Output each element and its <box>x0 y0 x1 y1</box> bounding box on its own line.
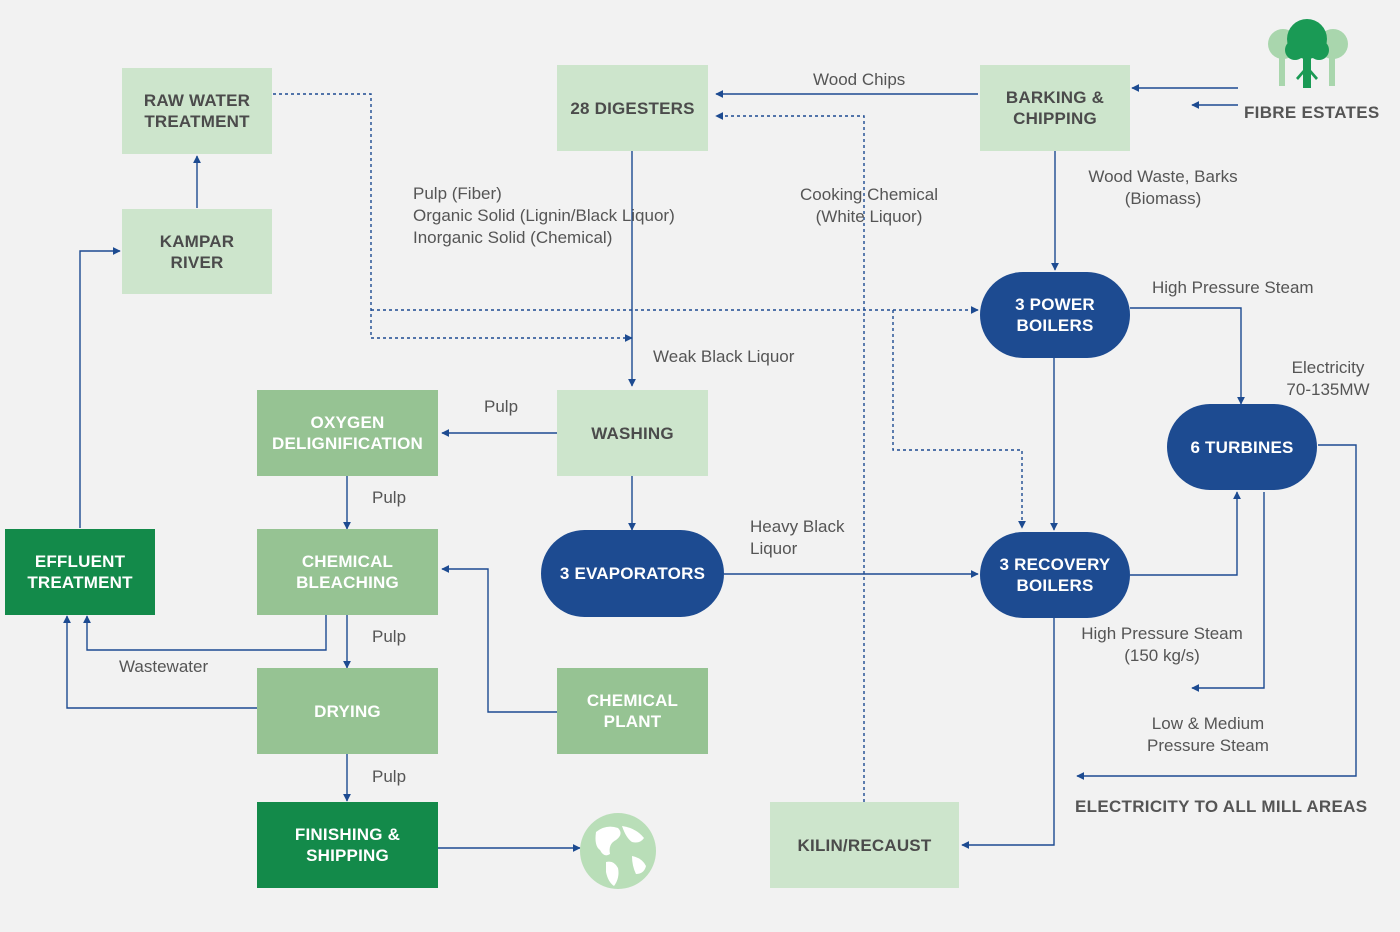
wood-chips-label: Wood Chips <box>813 70 906 89</box>
pulp-label-bleaching: Pulp <box>372 627 407 646</box>
arrow-turbines-electricity <box>1076 444 1357 780</box>
electricity-all-areas-label: ELECTRICITY TO ALL MILL AREAS <box>1075 797 1368 816</box>
chemical-plant-box: CHEMICAL PLANT <box>557 668 708 754</box>
pulp-label-oxygen: Pulp <box>372 488 407 507</box>
kiln-recaust-box: KILIN/RECAUST <box>770 802 959 888</box>
arrow-chemplant-to-bleaching <box>441 565 557 713</box>
chemical-bleaching-box: CHEMICAL BLEACHING <box>257 529 438 615</box>
heavy-black-liquor-label: Heavy Black Liquor <box>750 517 845 558</box>
washing-box: WASHING <box>557 390 708 476</box>
finishing-shipping-box: FINISHING & SHIPPING <box>257 802 438 888</box>
digesters-box: 28 DIGESTERS <box>557 65 708 151</box>
arrow-turbines-low-steam <box>1191 492 1265 692</box>
globe-icon <box>580 813 656 889</box>
recovery-boilers-pill: 3 RECOVERY BOILERS <box>980 532 1130 618</box>
dashed-kiln-to-digesters <box>715 112 865 802</box>
fibre-estates-label: FIBRE ESTATES <box>1244 103 1380 122</box>
power-boilers-pill: 3 POWER BOILERS <box>980 272 1130 358</box>
arrow-power-to-turbines <box>1130 307 1245 405</box>
kampar-river-box: KAMPAR RIVER <box>122 209 272 294</box>
dashed-rawwater-line <box>273 93 633 342</box>
pulp-label-drying: Pulp <box>372 767 407 786</box>
raw-water-treatment-box: RAW WATER TREATMENT <box>122 68 272 154</box>
pulp-contents-label: Pulp (Fiber) Organic Solid (Lignin/Black… <box>413 184 675 247</box>
drying-box: DRYING <box>257 668 438 754</box>
pulp-label-washing: Pulp <box>484 397 519 416</box>
hp-steam-top-label: High Pressure Steam <box>1152 278 1314 297</box>
barking-chipping-box: BARKING & CHIPPING <box>980 65 1130 151</box>
arrow-recovery-to-kiln <box>961 618 1055 849</box>
wastewater-label: Wastewater <box>119 657 209 676</box>
effluent-treatment-box: EFFLUENT TREATMENT <box>5 529 155 615</box>
electricity-label: Electricity 70-135MW <box>1286 358 1370 399</box>
turbines-pill: 6 TURBINES <box>1167 404 1317 490</box>
low-medium-steam-label: Low & Medium Pressure Steam <box>1147 714 1269 755</box>
arrow-effluent-to-kampar <box>79 247 121 528</box>
arrow-bleaching-wastewater <box>83 614 327 651</box>
wood-waste-label: Wood Waste, Barks (Biomass) <box>1088 167 1238 208</box>
oxygen-delignification-box: OXYGEN DELIGNIFICATION <box>257 390 438 476</box>
arrow-drying-to-effluent <box>63 615 257 709</box>
trees-icon <box>1268 19 1348 88</box>
hp-steam-150-label: High Pressure Steam (150 kg/s) <box>1081 624 1243 665</box>
evaporators-pill: 3 EVAPORATORS <box>541 530 724 617</box>
dashed-to-recovery-boilers <box>892 310 1026 529</box>
cooking-chemical-label: Cooking Chemical (White Liquor) <box>800 185 938 226</box>
weak-black-liquor-label: Weak Black Liquor <box>653 347 795 366</box>
arrow-recovery-to-turbines <box>1130 491 1241 576</box>
